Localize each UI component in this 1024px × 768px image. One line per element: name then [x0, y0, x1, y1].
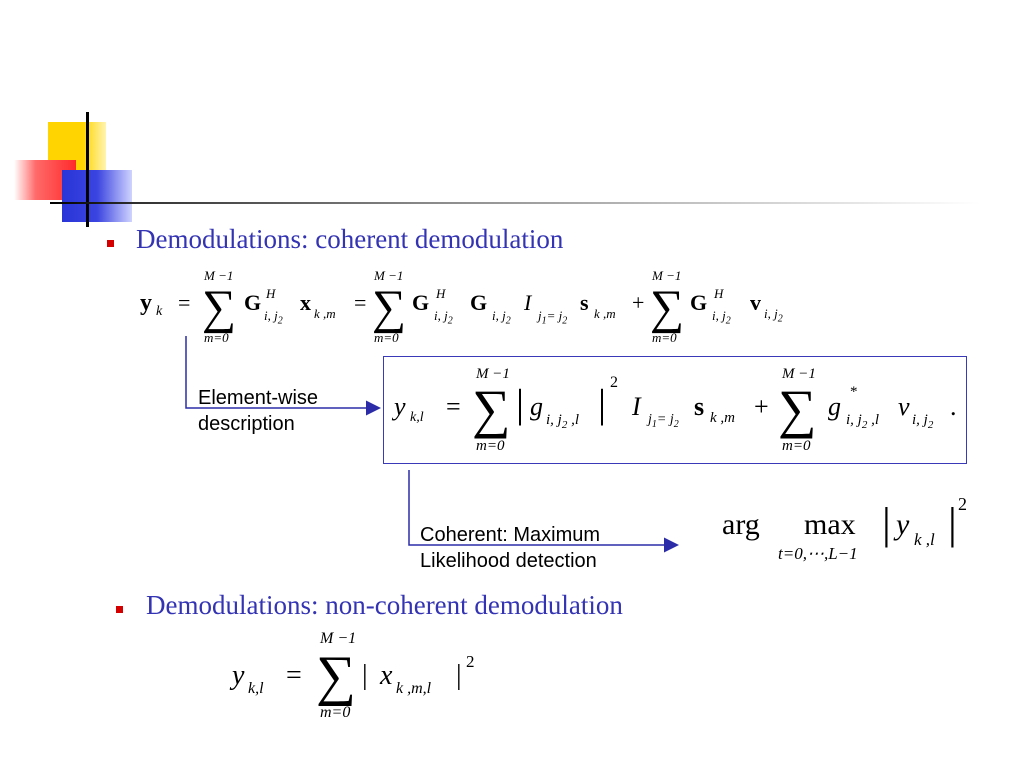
eq-lhs: y — [140, 290, 152, 316]
sigma-symbol: ∑ — [650, 281, 685, 334]
bullet-marker — [107, 240, 114, 247]
logo-blue-square — [62, 170, 132, 222]
caption-coherent-ml: Coherent: Maximum Likelihood detection — [420, 524, 601, 572]
equation-element-wise: y k,l = M −1 ∑ m=0 | g i, j2 ,l | 2 I j1… — [394, 366, 957, 454]
equation-vector-model: y k = M −1 ∑ m=0 G H i, j2 x k ,m = M −1… — [140, 268, 783, 345]
title-divider-line — [50, 202, 980, 204]
sigma-symbol: ∑ — [778, 379, 817, 439]
bullet-noncoherent: Demodulations: non-coherent demodulation — [146, 590, 623, 620]
eq-lhs-sub: k — [156, 304, 163, 319]
bullet-marker — [116, 606, 123, 613]
element-wise-equation-box — [383, 356, 967, 464]
equation-ml-detection: arg max t=0,⋯,L−1 | y k ,l | 2 — [722, 494, 967, 563]
sigma-symbol: ∑ — [202, 281, 237, 334]
equation-noncoherent: y k,l = M −1 ∑ m=0 | x k ,m,l | 2 — [232, 630, 475, 721]
sum-upper: M −1 — [204, 268, 234, 283]
sigma-symbol: ∑ — [472, 379, 511, 439]
logo-vertical-line — [86, 112, 89, 227]
sigma-symbol: ∑ — [316, 645, 356, 707]
caption-element-wise: Element-wise description — [198, 387, 319, 435]
sum-lower: m=0 — [204, 330, 229, 345]
bullet-coherent: Demodulations: coherent demodulation — [136, 224, 564, 254]
sigma-symbol: ∑ — [372, 281, 407, 334]
